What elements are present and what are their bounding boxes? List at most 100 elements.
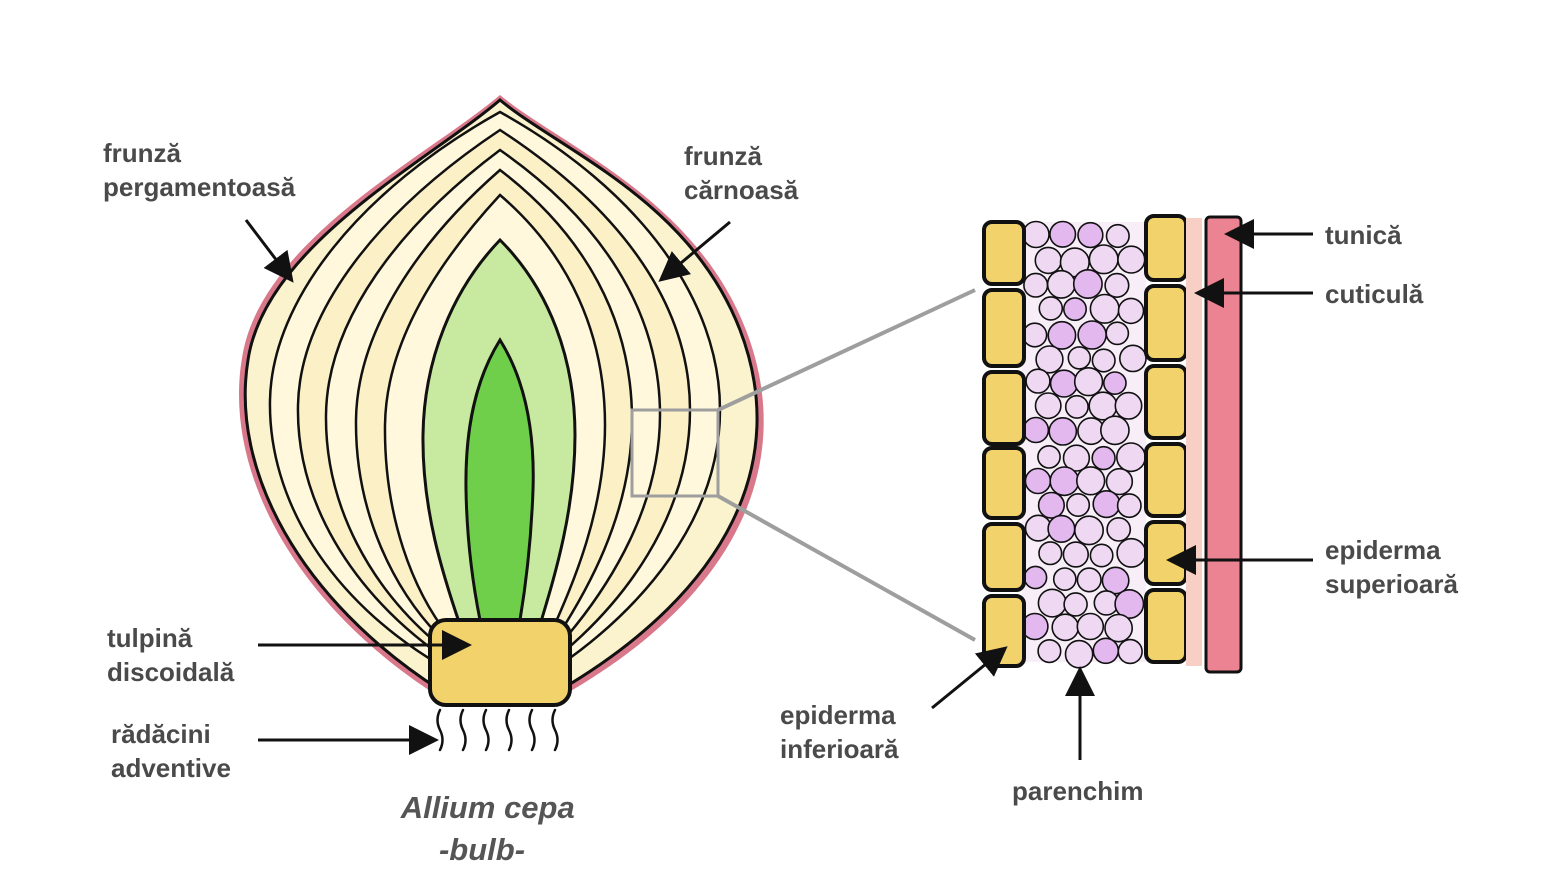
parenchyma-cell: [1024, 514, 1052, 542]
parenchyma-cell: [1062, 541, 1090, 568]
parenchyma-cell: [1034, 392, 1062, 420]
parenchyma-cell: [1064, 394, 1089, 419]
parenchyma-cell: [1046, 269, 1076, 299]
parenchyma-cell: [1037, 588, 1067, 618]
parenchyma-cell: [1022, 220, 1050, 249]
parenchyma-cell: [1116, 442, 1147, 473]
parenchyma-cell: [1103, 371, 1127, 396]
epidermis-cell: [982, 522, 1026, 592]
parenchyma-cell: [1117, 297, 1145, 325]
parenchyma-cell: [1076, 612, 1105, 641]
epidermis-cell: [1144, 520, 1188, 586]
epidermis-cell: [1144, 214, 1188, 282]
parenchyma-cell: [1100, 415, 1130, 446]
parenchyma-cell: [1067, 346, 1092, 370]
parenchyma-cell: [1091, 348, 1116, 373]
parenchyma-cell: [1117, 638, 1143, 665]
label-arrows: [244, 219, 1313, 760]
tissue-section: [982, 214, 1243, 674]
epidermis-cell: [982, 288, 1026, 368]
parenchyma-cell: [1022, 416, 1050, 444]
parenchyma-cell: [1047, 514, 1076, 544]
disc-stem: [428, 618, 572, 707]
label-tunica: tunică: [1325, 220, 1402, 250]
parenchyma-cells: [1021, 220, 1147, 669]
parenchyma-cell: [1051, 613, 1080, 642]
label-frunza-pergamentoasa: frunză pergamentoasă: [103, 138, 296, 202]
lower-epidermis: [982, 220, 1026, 668]
epidermis-cell: [1144, 284, 1188, 362]
epidermis-cell: [1144, 364, 1188, 440]
parenchyma-cell: [1092, 490, 1121, 519]
parenchyma-cell: [1077, 320, 1107, 350]
caption-line1: Allium cepa: [400, 790, 575, 825]
parenchyma-cell: [1105, 467, 1134, 496]
caption-line2: -bulb-: [439, 832, 525, 867]
parenchyma-cell: [1047, 320, 1077, 350]
parenchyma-cell: [1104, 613, 1134, 643]
label-epiderma-superioara: epiderma superioară: [1325, 535, 1458, 599]
epidermis-cell: [1144, 442, 1188, 518]
bulb-cross-section: [238, 95, 764, 752]
parenchyma-cell: [1092, 637, 1120, 665]
caption-species: Allium cepa -bulb-: [400, 790, 584, 867]
parenchyma-cell: [1052, 567, 1077, 592]
label-radacini-adventive: rădăcini adventive: [111, 719, 231, 783]
adventive-roots: [436, 708, 559, 752]
parenchyma-cell: [1049, 220, 1077, 248]
label-epiderma-inferioara-line2: inferioară: [780, 734, 899, 764]
epidermis-cell: [982, 446, 1026, 520]
label-tulpina-discoidala-line1: tulpină: [107, 623, 193, 653]
tunic-layer: [1204, 215, 1243, 674]
parenchyma-cell: [1066, 492, 1091, 517]
label-epiderma-inferioara-line1: epiderma: [780, 700, 896, 730]
parenchyma-cell: [1075, 466, 1106, 496]
label-frunza-pergamentoasa-line2: pergamentoasă: [103, 172, 296, 202]
parenchyma-cell: [1119, 344, 1147, 373]
cuticle-layer: [1186, 218, 1202, 666]
label-frunza-carnoasa: frunză cărnoasă: [684, 141, 799, 205]
parenchyma-cell: [1076, 567, 1102, 593]
parenchyma-cell: [1038, 296, 1064, 321]
label-radacini-adventive-line2: adventive: [111, 753, 231, 783]
parenchyma-cell: [1023, 565, 1048, 590]
label-radacini-adventive-line1: rădăcini: [111, 719, 211, 749]
parenchyma-cell: [1024, 467, 1052, 495]
label-frunza-pergamentoasa-line1: frunză: [103, 138, 182, 168]
epidermis-cell: [1144, 588, 1188, 664]
label-cuticula: cuticulă: [1325, 279, 1424, 309]
parenchyma-cell: [1116, 537, 1147, 568]
label-parenchim: parenchim: [1012, 776, 1144, 806]
parenchyma-cell: [1072, 268, 1103, 299]
parenchyma-cell: [1104, 272, 1130, 299]
parenchyma-cell: [1074, 515, 1105, 546]
parenchyma-cell: [1023, 272, 1049, 298]
parenchyma-cell: [1035, 345, 1064, 374]
fleshy-scales: [268, 110, 722, 667]
label-epiderma-superioara-line2: superioară: [1325, 569, 1458, 599]
parenchyma-cell: [1064, 639, 1094, 669]
parenchyma-cell: [1063, 592, 1088, 617]
upper-epidermis: [1144, 214, 1188, 664]
parenchyma-cell: [1037, 638, 1062, 664]
parenchyma-cell: [1037, 491, 1065, 519]
label-epiderma-superioara-line1: epiderma: [1325, 535, 1441, 565]
zoom-line-bottom: [717, 494, 976, 642]
label-epiderma-inferioara: epiderma inferioară: [780, 700, 903, 764]
parenchyma-cell: [1089, 293, 1120, 324]
parenchyma-cell: [1117, 245, 1146, 274]
epidermis-cell: [982, 370, 1026, 446]
epidermis-cell: [982, 594, 1026, 668]
label-tulpina-discoidala: tulpină discoidală: [107, 623, 235, 687]
parenchyma-cell: [1114, 391, 1143, 420]
parenchyma-cell: [1038, 541, 1063, 566]
parenchyma-cell: [1114, 588, 1145, 619]
zoom-line-top: [717, 288, 976, 412]
parenchyma-cell: [1101, 566, 1130, 595]
parenchyma-cell: [1105, 223, 1130, 249]
label-frunza-carnoasa-line2: cărnoasă: [684, 175, 799, 205]
parenchyma-cell: [1089, 543, 1114, 568]
parenchyma-cell: [1048, 416, 1078, 446]
parenchyma-cell: [1063, 297, 1088, 322]
